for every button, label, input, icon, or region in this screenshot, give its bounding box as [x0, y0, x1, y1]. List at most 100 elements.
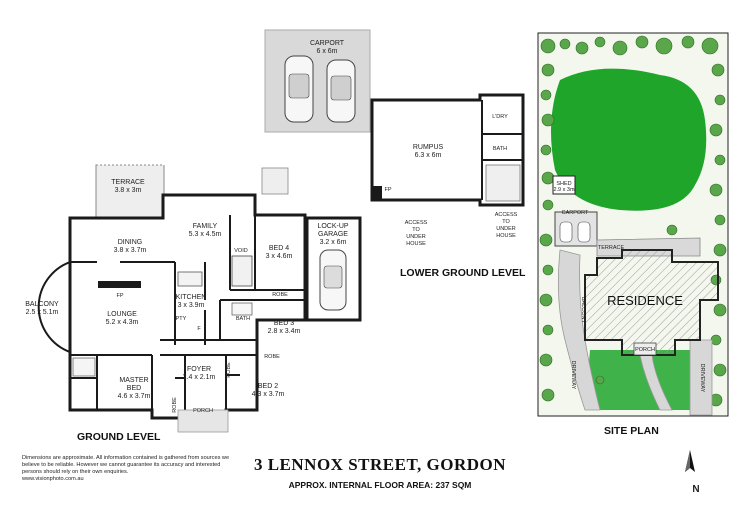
- svg-text:BED 4: BED 4: [269, 245, 289, 252]
- disclaimer-text: Dimensions are approximate. All informat…: [22, 455, 230, 475]
- terrace-stairs: [261, 167, 289, 195]
- svg-text:ACCESS: ACCESS: [495, 212, 518, 218]
- ground-level-plan: [37, 164, 362, 433]
- svg-text:PORCH: PORCH: [193, 408, 213, 414]
- kitchen-size: 3 x 3.9m: [178, 302, 205, 309]
- svg-text:6.3 x 6m: 6.3 x 6m: [415, 152, 442, 159]
- svg-text:HOUSE: HOUSE: [406, 241, 426, 247]
- svg-text:BED 3: BED 3: [274, 320, 294, 327]
- svg-text:ROBE: ROBE: [172, 397, 178, 413]
- garage-car-window: [323, 265, 343, 289]
- robe-label-c: ROBE: [264, 354, 280, 360]
- master-name-1: MASTER: [119, 377, 148, 384]
- site-balcony-label: BALCONY: [580, 297, 586, 324]
- compass-icon: N: [685, 450, 700, 495]
- carport-name: CARPORT: [310, 40, 345, 47]
- master-ensuite: [72, 357, 96, 377]
- svg-text:RESIDENCE: RESIDENCE: [607, 293, 683, 308]
- lower-ground-heading: LOWER GROUND LEVEL: [400, 267, 526, 279]
- dining-size: 3.8 x 3.7m: [114, 247, 147, 254]
- site-shed-size: 2.9 x 3m: [553, 187, 575, 193]
- website-link[interactable]: www.visionphoto.com.au: [22, 476, 84, 482]
- fireplace-label: FP: [116, 293, 123, 299]
- kitchen-name: KITCHEN: [176, 294, 207, 301]
- svg-text:PORCH: PORCH: [635, 347, 655, 353]
- access1-line4: HOUSE: [406, 241, 426, 247]
- svg-text:3.8 x 3m: 3.8 x 3m: [115, 187, 142, 194]
- laundry-label: L'DRY: [492, 114, 508, 120]
- svg-text:GROUND LEVEL: GROUND LEVEL: [77, 431, 161, 443]
- svg-text:DRIVEWAY: DRIVEWAY: [570, 361, 576, 390]
- ground-level-labels: TERRACE 3.8 x 3m DINING 3.8 x 3.7m FAMIL…: [25, 179, 349, 443]
- floor-area-subtitle: APPROX. INTERNAL FLOOR AREA: 237 SQM: [288, 480, 472, 490]
- disclaimer-block: Dimensions are approximate. All informat…: [22, 455, 237, 483]
- fridge-label: F: [197, 326, 201, 332]
- terrace-size: 3.8 x 3m: [115, 187, 142, 194]
- family-name: FAMILY: [193, 223, 218, 230]
- bed3-name: BED 3: [274, 320, 294, 327]
- balcony-name: BALCONY: [25, 301, 59, 308]
- site-driveway-right: [689, 339, 713, 416]
- compass-north-label: N: [692, 484, 699, 495]
- dining-name: DINING: [118, 239, 143, 246]
- porch-label: PORCH: [193, 408, 213, 414]
- terrace-name: TERRACE: [111, 179, 145, 186]
- site-carport-label: CARPORT: [562, 210, 589, 216]
- svg-text:ACCESS: ACCESS: [405, 220, 428, 226]
- svg-text:ROBE: ROBE: [272, 292, 288, 298]
- svg-text:3 x 3.9m: 3 x 3.9m: [178, 302, 205, 309]
- site-terrace-label: TERRACE: [598, 245, 625, 251]
- bed4-size: 3 x 4.6m: [266, 253, 293, 260]
- svg-text:FP: FP: [116, 293, 123, 299]
- void-label: VOID: [234, 248, 247, 254]
- family-size: 5.3 x 4.5m: [189, 231, 222, 238]
- svg-text:BED 2: BED 2: [258, 383, 278, 390]
- svg-text:4.6 x 3.7m: 4.6 x 3.7m: [118, 393, 151, 400]
- kitchen-bench: [177, 271, 203, 287]
- svg-text:2.5 x 5.1m: 2.5 x 5.1m: [26, 309, 59, 316]
- porch-paving: [177, 409, 229, 433]
- svg-text:5.2 x 4.3m: 5.2 x 4.3m: [106, 319, 139, 326]
- lower-internal-walls: [481, 100, 523, 200]
- svg-text:6 x 6m: 6 x 6m: [316, 48, 337, 55]
- foyer-name: FOYER: [187, 366, 211, 373]
- access1-line1: ACCESS: [405, 220, 428, 226]
- svg-text:TO: TO: [412, 227, 420, 233]
- svg-text:VOID: VOID: [234, 248, 247, 254]
- pantry-label: PTY: [176, 316, 187, 322]
- svg-text:4.3 x 3.7m: 4.3 x 3.7m: [252, 391, 285, 398]
- site-residence: [584, 249, 719, 356]
- svg-text:L'DRY: L'DRY: [492, 114, 508, 120]
- site-porch: [633, 342, 657, 356]
- svg-text:N: N: [692, 484, 699, 495]
- void-stairs: [231, 255, 253, 287]
- svg-text:3 x 4.6m: 3 x 4.6m: [266, 253, 293, 260]
- site-path: [639, 354, 673, 411]
- site-residence-label: RESIDENCE: [607, 293, 683, 308]
- svg-text:ROBE: ROBE: [226, 362, 232, 378]
- svg-text:MASTER: MASTER: [119, 377, 148, 384]
- svg-text:TO: TO: [502, 219, 510, 225]
- svg-text:GARAGE: GARAGE: [318, 231, 348, 238]
- foyer-size: 2.4 x 2.1m: [183, 374, 216, 381]
- site-plan-heading: SITE PLAN: [604, 425, 659, 437]
- bed2-name: BED 2: [258, 383, 278, 390]
- site-driveway-left-label: DRIVEWAY: [570, 361, 576, 390]
- svg-text:2.8 x 3.4m: 2.8 x 3.4m: [268, 328, 301, 335]
- site-lower-lawn: [585, 350, 695, 410]
- svg-text:BED: BED: [127, 385, 141, 392]
- site-carport-car-2: [577, 221, 591, 243]
- svg-text:2.9 x 3m: 2.9 x 3m: [553, 187, 575, 193]
- lower-stairs: [485, 164, 521, 202]
- site-shed: [552, 175, 576, 195]
- bath-tub: [231, 302, 253, 316]
- robe-label-a: ROBE: [172, 397, 178, 413]
- svg-text:CARPORT: CARPORT: [562, 210, 589, 216]
- svg-text:HOUSE: HOUSE: [496, 233, 516, 239]
- ground-level-heading: GROUND LEVEL: [77, 431, 161, 443]
- svg-text:DINING: DINING: [118, 239, 143, 246]
- svg-text:TERRACE: TERRACE: [598, 245, 625, 251]
- access1-line3: UNDER: [406, 234, 426, 240]
- access2-line1: ACCESS: [495, 212, 518, 218]
- svg-text:FOYER: FOYER: [187, 366, 211, 373]
